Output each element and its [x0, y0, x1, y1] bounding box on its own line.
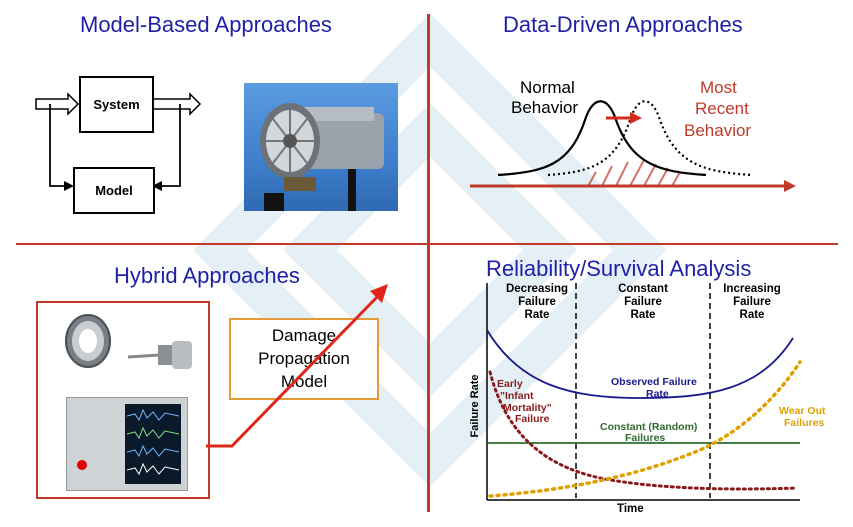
reliability-title: Reliability/Survival Analysis: [486, 256, 752, 281]
data-driven-title: Data-Driven Approaches: [503, 12, 743, 37]
horizontal-divider: [16, 243, 838, 245]
screenshot-waveform-panel: [125, 404, 181, 484]
bearing-image: [65, 314, 111, 368]
software-screenshot: [66, 397, 188, 491]
constant-label-1: Constant (Random): [600, 421, 698, 433]
observed-label-2: Rate: [646, 388, 669, 400]
phase-decreasing-header: Decreasing Failure Rate: [505, 283, 568, 321]
infant-label-4: Failure: [515, 413, 550, 425]
input-arrow: [35, 92, 80, 116]
model-box: Model: [73, 167, 155, 214]
infant-label-2: "Infant: [500, 390, 534, 402]
feedback-loop: [49, 104, 181, 187]
recent-behavior-curve: [547, 100, 753, 177]
wearout-label-1: Wear Out: [779, 405, 826, 417]
data-axis-arrowhead: [784, 180, 796, 192]
recent-behavior-label-3: Behavior: [684, 121, 752, 140]
normal-behavior-curve: [497, 100, 707, 177]
hybrid-title: Hybrid Approaches: [114, 263, 300, 288]
observed-failure-curve: [486, 329, 794, 399]
sensor-image: [127, 341, 192, 369]
damage-propagation-box: Damage Propagation Model: [229, 318, 379, 400]
constant-label-2: Failures: [625, 432, 666, 444]
damage-label-3: Model: [280, 372, 328, 391]
infant-label-3: Mortality": [503, 402, 552, 414]
y-axis-label: Failure Rate: [469, 374, 481, 438]
screenshot-indicator: [77, 460, 87, 470]
system-box: System: [79, 76, 154, 133]
wearout-label-2: Failures: [784, 417, 825, 429]
phase-constant-header: Constant Failure Rate: [618, 283, 668, 321]
feedback-arrowhead-left: [64, 181, 74, 191]
jet-engine-image: [244, 83, 398, 211]
recent-behavior-label-1: Most: [700, 78, 737, 97]
feedback-arrowhead-right: [152, 181, 162, 191]
phase-increasing-header: Increasing Failure Rate: [723, 283, 781, 321]
damage-label-1: Damage: [271, 326, 337, 345]
vertical-divider: [427, 14, 430, 512]
output-arrow: [151, 92, 202, 116]
infant-mortality-curve: [488, 370, 799, 491]
shift-arrowhead: [630, 112, 642, 124]
system-label: System: [93, 97, 140, 112]
engine-drawing: [260, 103, 384, 211]
recent-behavior-label-2: Recent: [695, 99, 749, 118]
waveforms: [126, 408, 180, 476]
model-based-title: Model-Based Approaches: [80, 12, 332, 37]
model-label: Model: [95, 183, 133, 198]
normal-behavior-label-2: Behavior: [511, 98, 579, 117]
observed-label-1: Observed Failure: [611, 376, 697, 388]
wearout-curve: [488, 360, 802, 498]
damage-label-2: Propagation: [258, 349, 350, 368]
x-axis-label: Time: [617, 503, 644, 515]
infant-label-1: Early: [497, 378, 523, 390]
normal-behavior-label-1: Normal: [520, 78, 575, 97]
hybrid-sensor-panel: [36, 301, 210, 499]
overlap-hatching: [587, 159, 681, 187]
